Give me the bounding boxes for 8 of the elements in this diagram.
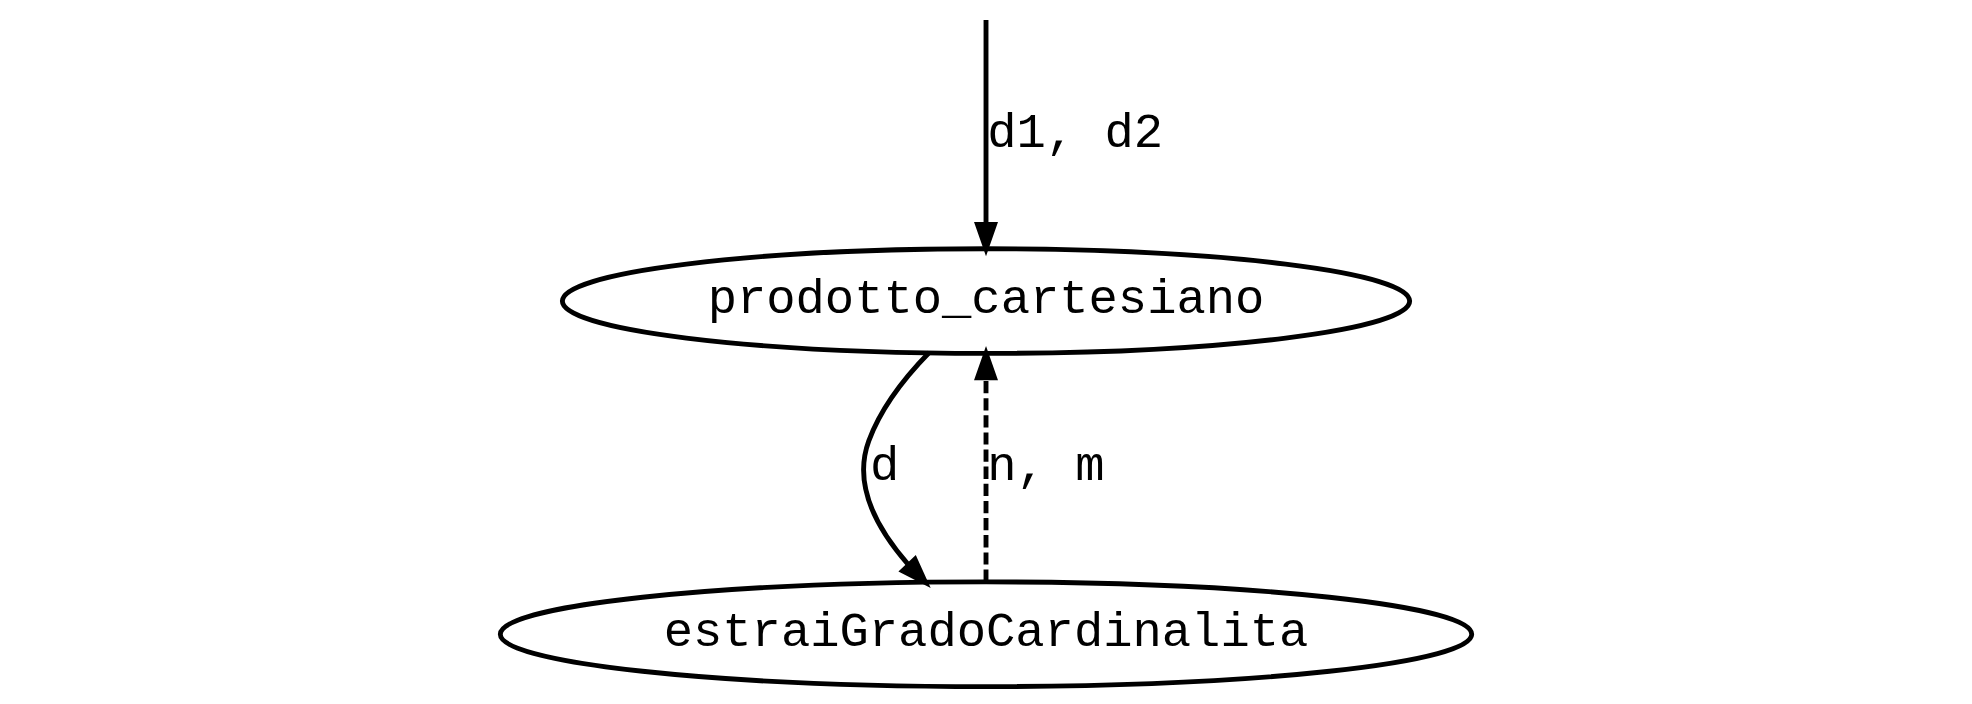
edge-label: n, m [987, 438, 1105, 495]
arrow [861, 350, 931, 589]
node-ellipse: estraiGradoCardinalita [497, 579, 1475, 690]
node-ellipse: prodotto_cartesiano [559, 246, 1413, 356]
edge-label: d [870, 438, 900, 495]
edge-label: d1, d2 [987, 105, 1164, 162]
arrow [974, 19, 998, 257]
arrow [974, 346, 998, 582]
